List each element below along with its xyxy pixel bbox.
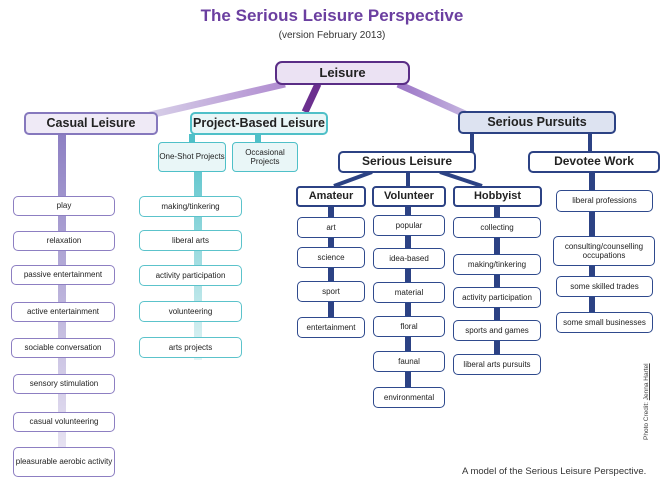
node-volunteer: Volunteer [372,186,446,207]
hobbyist-item: liberal arts pursuits [453,354,541,375]
volunteer-item: material [373,282,445,303]
hobbyist-item: making/tinkering [453,254,541,275]
volunteer-item: idea-based [373,248,445,269]
node-casual-leisure: Casual Leisure [24,112,158,135]
casual-item: passive entertainment [11,265,115,285]
volunteer-item: faunal [373,351,445,372]
amateur-item: art [297,217,365,238]
link-leisure-casual [149,80,286,119]
amateur-item: entertainment [297,317,365,338]
link-sl-amateur [333,170,373,188]
amateur-item: sport [297,281,365,302]
hobbyist-item: activity participation [453,287,541,308]
photo-credit-prefix: Photo Credit: [643,402,650,440]
volunteer-item: floral [373,316,445,337]
link-sl-hobbyist [439,170,483,188]
node-devotee-work: Devotee Work [528,151,660,173]
volunteer-item: environmental [373,387,445,408]
devotee-item: some small businesses [556,312,653,333]
version-subtitle: (version February 2013) [278,30,386,41]
project-item: liberal arts [139,230,242,251]
devotee-item: liberal professions [556,190,653,212]
photo-credit: Photo Credit: Jenna Hartel [643,363,650,440]
casual-item: play [13,196,115,216]
link-leisure-serious [396,80,467,118]
casual-item: sensory stimulation [13,374,115,394]
project-item: volunteering [139,301,242,322]
volunteer-item: popular [373,215,445,236]
casual-item: casual volunteering [13,412,115,432]
devotee-item: some skilled trades [556,276,653,297]
project-item: arts projects [139,337,242,358]
node-serious-pursuits: Serious Pursuits [458,111,616,134]
hobbyist-item: collecting [453,217,541,238]
casual-item: pleasurable aerobic activity [13,447,115,477]
hobbyist-item: sports and games [453,320,541,341]
figure-caption: A model of the Serious Leisure Perspecti… [462,466,647,477]
node-project-based-leisure: Project-Based Leisure [190,112,328,135]
devotee-item: consulting/counselling occupations [553,236,655,266]
link-leisure-project [301,82,322,114]
page-title: The Serious Leisure Perspective [200,6,464,25]
node-one-shot-projects: One-Shot Projects [158,142,226,172]
node-leisure: Leisure [275,61,410,85]
node-serious-leisure: Serious Leisure [338,151,476,173]
project-item: making/tinkering [139,196,242,217]
project-item: activity participation [139,265,242,286]
casual-trunk [58,134,66,464]
casual-item: sociable conversation [11,338,115,358]
amateur-item: science [297,247,365,268]
node-hobbyist: Hobbyist [453,186,542,207]
node-occasional-projects: Occasional Projects [232,142,298,172]
photo-credit-name: Jenna Hartel [643,363,650,401]
casual-item: relaxation [13,231,115,251]
casual-item: active entertainment [11,302,115,322]
node-amateur: Amateur [296,186,366,207]
